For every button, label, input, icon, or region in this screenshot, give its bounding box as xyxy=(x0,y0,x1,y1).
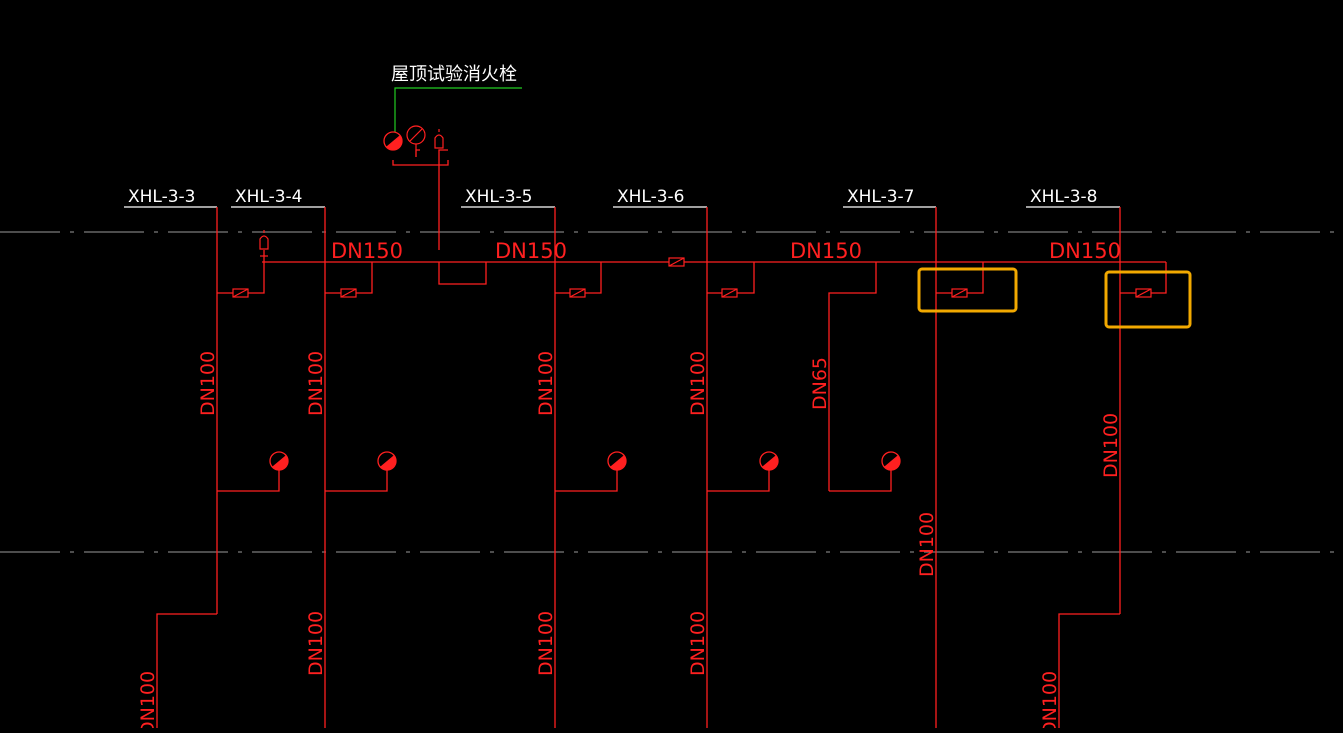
gate-valve-icon xyxy=(1135,288,1152,298)
pipe-size-label: DN100 xyxy=(305,611,327,676)
pipe-size-label: DN100 xyxy=(916,512,938,577)
pipe-size-label: DN150 xyxy=(331,239,403,263)
riser-label: XHL-3-8 xyxy=(1030,187,1098,207)
exhaust-valve-icon xyxy=(259,230,269,257)
roof-test-hydrant-note: 屋顶试验消火栓 xyxy=(391,64,517,85)
gate-valve-icon xyxy=(951,288,968,298)
axis-lines xyxy=(0,231,1343,553)
note-leader-line xyxy=(394,87,522,133)
fire-hydrant-icon xyxy=(377,451,397,471)
gate-valve-icon xyxy=(721,288,738,298)
fire-hydrant-icon-group xyxy=(269,131,901,471)
gate-valve-icon xyxy=(232,288,249,298)
pressure-gauge-icon xyxy=(406,125,426,157)
riser-label: XHL-3-6 xyxy=(617,187,685,207)
exhaust-valve-icon xyxy=(434,129,444,149)
fire-hydrant-icon xyxy=(269,451,289,471)
pipe-size-label: DN150 xyxy=(495,239,567,263)
pipe-size-label: DN100 xyxy=(1100,413,1122,478)
pipe-size-label: DN100 xyxy=(137,671,159,728)
gate-valve-icon xyxy=(668,257,685,267)
pipe-size-label: DN100 xyxy=(687,611,709,676)
riser-label: XHL-3-7 xyxy=(847,187,915,207)
vertical-pipe-labels: DN100 DN100 DN100 DN100 DN65 DN100 DN100… xyxy=(137,351,1122,733)
gate-valve-icon xyxy=(569,288,586,298)
pipe-size-label: DN150 xyxy=(1049,239,1121,263)
pipe-size-label: DN100 xyxy=(197,351,219,416)
gate-valve-icon xyxy=(340,288,357,298)
riser-labels: XHL-3-3 XHL-3-4 XHL-3-5 XHL-3-6 XHL-3-7 … xyxy=(128,187,1098,207)
pipe-size-label: DN65 xyxy=(809,357,831,410)
pipe-size-label: DN100 xyxy=(305,351,327,416)
pipework xyxy=(156,149,1167,728)
pipe-size-label: DN100 xyxy=(1039,671,1061,728)
pipe-size-label: DN100 xyxy=(535,351,557,416)
pipe-size-label: DN100 xyxy=(687,351,709,416)
riser-label: XHL-3-5 xyxy=(465,187,533,207)
fire-hydrant-icon xyxy=(383,131,403,151)
main-pipe-labels: DN150 DN150 DN150 DN150 xyxy=(331,239,1121,263)
riser-label: XHL-3-3 xyxy=(128,187,196,207)
gate-valve-icon-group xyxy=(232,257,1152,298)
pipe-size-label: DN150 xyxy=(790,239,862,263)
pipe-size-label: DN100 xyxy=(535,611,557,676)
fire-hydrant-icon xyxy=(759,451,779,471)
selection-box[interactable] xyxy=(1104,270,1192,329)
selection-box[interactable] xyxy=(917,267,1018,313)
fire-hydrant-icon xyxy=(607,451,627,471)
selection-highlight-boxes[interactable] xyxy=(917,267,1192,329)
riser-label: XHL-3-4 xyxy=(235,187,303,207)
fire-hydrant-icon xyxy=(881,451,901,471)
